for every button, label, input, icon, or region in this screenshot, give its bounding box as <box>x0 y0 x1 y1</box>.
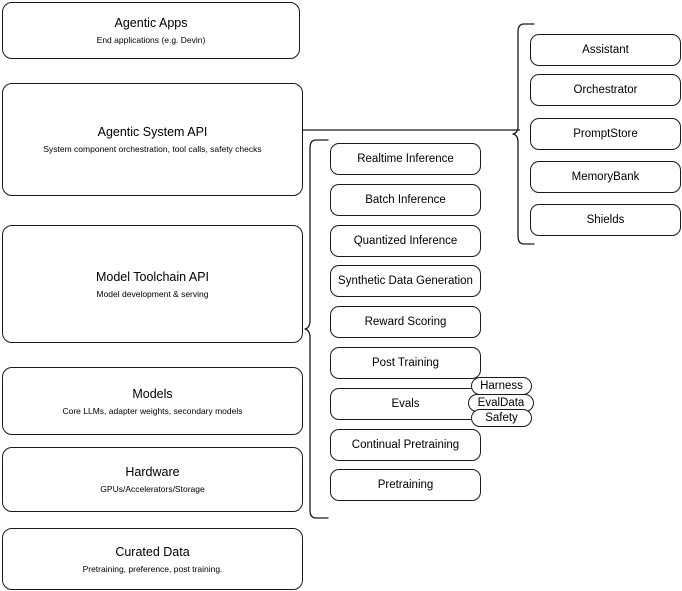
layer-hardware[interactable]: Hardware GPUs/Accelerators/Storage <box>2 447 303 512</box>
layer-title: Agentic System API <box>97 125 208 139</box>
evals-sub-harness[interactable]: Harness <box>471 377 532 395</box>
layer-title: Hardware <box>125 465 180 479</box>
toolchain-bracket <box>304 138 330 520</box>
toolchain-item-label: Continual Pretraining <box>351 439 460 451</box>
toolchain-item-continual-pretraining[interactable]: Continual Pretraining <box>330 429 481 461</box>
layer-model-toolchain-api[interactable]: Model Toolchain API Model development & … <box>2 225 303 343</box>
system-item-orchestrator[interactable]: Orchestrator <box>530 74 681 106</box>
toolchain-item-quantized-inference[interactable]: Quantized Inference <box>330 225 481 257</box>
system-item-assistant[interactable]: Assistant <box>530 34 681 66</box>
system-item-label: Assistant <box>582 44 629 56</box>
layer-subtitle: End applications (e.g. Devin) <box>96 35 206 45</box>
layer-title: Model Toolchain API <box>95 269 210 284</box>
system-item-promptstore[interactable]: PromptStore <box>530 118 681 150</box>
system-item-shields[interactable]: Shields <box>530 204 681 236</box>
system-item-label: MemoryBank <box>571 171 640 183</box>
system-components-bracket <box>512 22 538 246</box>
layer-title: Models <box>132 386 173 401</box>
evals-sub-label: Safety <box>485 412 518 424</box>
toolchain-item-pretraining[interactable]: Pretraining <box>330 469 481 501</box>
toolchain-item-realtime-inference[interactable]: Realtime Inference <box>330 143 481 175</box>
toolchain-item-post-training[interactable]: Post Training <box>330 347 481 379</box>
toolchain-item-label: Evals <box>391 398 420 410</box>
layer-subtitle: GPUs/Accelerators/Storage <box>100 484 205 494</box>
evals-sub-safety[interactable]: Safety <box>471 409 532 427</box>
toolchain-item-label: Reward Scoring <box>364 316 447 328</box>
system-item-label: Orchestrator <box>573 84 638 96</box>
evals-sub-label: Harness <box>480 380 523 392</box>
toolchain-item-reward-scoring[interactable]: Reward Scoring <box>330 306 481 338</box>
layer-subtitle: System component orchestration, tool cal… <box>43 144 262 154</box>
system-item-label: PromptStore <box>573 128 638 140</box>
system-item-memorybank[interactable]: MemoryBank <box>530 161 681 193</box>
toolchain-item-label: Batch Inference <box>365 194 446 206</box>
toolchain-item-label: Pretraining <box>377 479 434 491</box>
toolchain-item-label: Post Training <box>371 357 440 369</box>
layer-subtitle: Model development & serving <box>96 288 209 299</box>
layer-title: Curated Data <box>115 544 190 559</box>
evals-sub-label: EvalData <box>477 397 525 409</box>
system-api-connector-line <box>300 126 520 134</box>
toolchain-item-evals[interactable]: Evals <box>330 388 481 420</box>
layer-agentic-system-api[interactable]: Agentic System API System component orch… <box>2 83 303 196</box>
toolchain-item-synthetic-data-generation[interactable]: Synthetic Data Generation <box>330 265 481 297</box>
layer-curated-data[interactable]: Curated Data Pretraining, preference, po… <box>2 528 303 590</box>
toolchain-item-label: Quantized Inference <box>353 235 458 247</box>
layer-models[interactable]: Models Core LLMs, adapter weights, secon… <box>2 367 303 435</box>
layer-title: Agentic Apps <box>114 16 188 30</box>
toolchain-item-batch-inference[interactable]: Batch Inference <box>330 184 481 216</box>
toolchain-item-label: Realtime Inference <box>357 153 454 165</box>
system-item-label: Shields <box>586 214 625 226</box>
toolchain-item-label: Synthetic Data Generation <box>338 275 473 287</box>
layer-subtitle: Pretraining, preference, post training. <box>82 563 223 574</box>
layer-subtitle: Core LLMs, adapter weights, secondary mo… <box>62 405 243 416</box>
layer-agentic-apps[interactable]: Agentic Apps End applications (e.g. Devi… <box>2 2 300 59</box>
